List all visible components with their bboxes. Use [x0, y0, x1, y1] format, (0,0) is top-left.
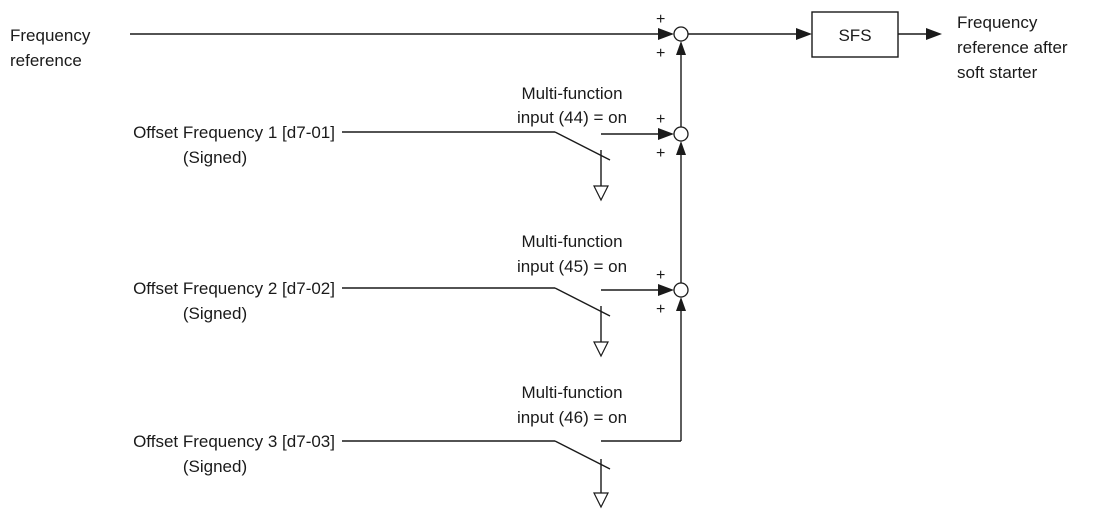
- switch1-label-line2: input (44) = on: [517, 108, 627, 127]
- freq-ref-label-line1: Frequency: [10, 26, 91, 45]
- switch3-ground-icon: [593, 492, 609, 509]
- offset2-signed: (Signed): [183, 304, 247, 323]
- sfs-output-arrowhead: [926, 28, 942, 40]
- output-label-line1: Frequency: [957, 13, 1038, 32]
- switch1-ground-icon: [593, 185, 609, 202]
- sign-node0-bottom: +: [656, 45, 665, 62]
- offset3-signed: (Signed): [183, 457, 247, 476]
- offset3-label: Offset Frequency 3 [d7-03]: [133, 432, 335, 451]
- switch2-blade: [554, 287, 611, 317]
- switch2-label-line1: Multi-function: [521, 232, 622, 251]
- riser-node1-arrowhead: [676, 141, 686, 155]
- sfs-input-arrowhead: [796, 28, 812, 40]
- switch2-output-arrowhead: [658, 284, 674, 296]
- freq-ref-label-line2: reference: [10, 51, 82, 70]
- summing-node-1: [673, 126, 689, 142]
- switch2-label-line2: input (45) = on: [517, 257, 627, 276]
- offset1-signed: (Signed): [183, 148, 247, 167]
- sign-node1-bottom: +: [656, 145, 665, 162]
- switch2-ground-icon: [593, 341, 609, 358]
- offset1-label: Offset Frequency 1 [d7-01]: [133, 123, 335, 142]
- sign-node0-top: +: [656, 11, 665, 28]
- riser-node2-arrowhead: [676, 297, 686, 311]
- freq-ref-arrowhead: [658, 28, 674, 40]
- summing-node-2: [673, 282, 689, 298]
- sign-node2-top: +: [656, 267, 665, 284]
- switch1-blade: [554, 131, 611, 161]
- output-label-line2: reference after: [957, 38, 1068, 57]
- switch1-label-line1: Multi-function: [521, 84, 622, 103]
- output-label-line3: soft starter: [957, 63, 1038, 82]
- riser-node0-arrowhead: [676, 41, 686, 55]
- switch1-output-arrowhead: [658, 128, 674, 140]
- switch3-label-line1: Multi-function: [521, 383, 622, 402]
- offset2-label: Offset Frequency 2 [d7-02]: [133, 279, 335, 298]
- sign-node1-top: +: [656, 111, 665, 128]
- switch3-blade: [554, 440, 611, 470]
- switch3-label-line2: input (46) = on: [517, 408, 627, 427]
- sign-node2-bottom: +: [656, 301, 665, 318]
- summing-node-top: [673, 26, 689, 42]
- sfs-label: SFS: [838, 26, 871, 45]
